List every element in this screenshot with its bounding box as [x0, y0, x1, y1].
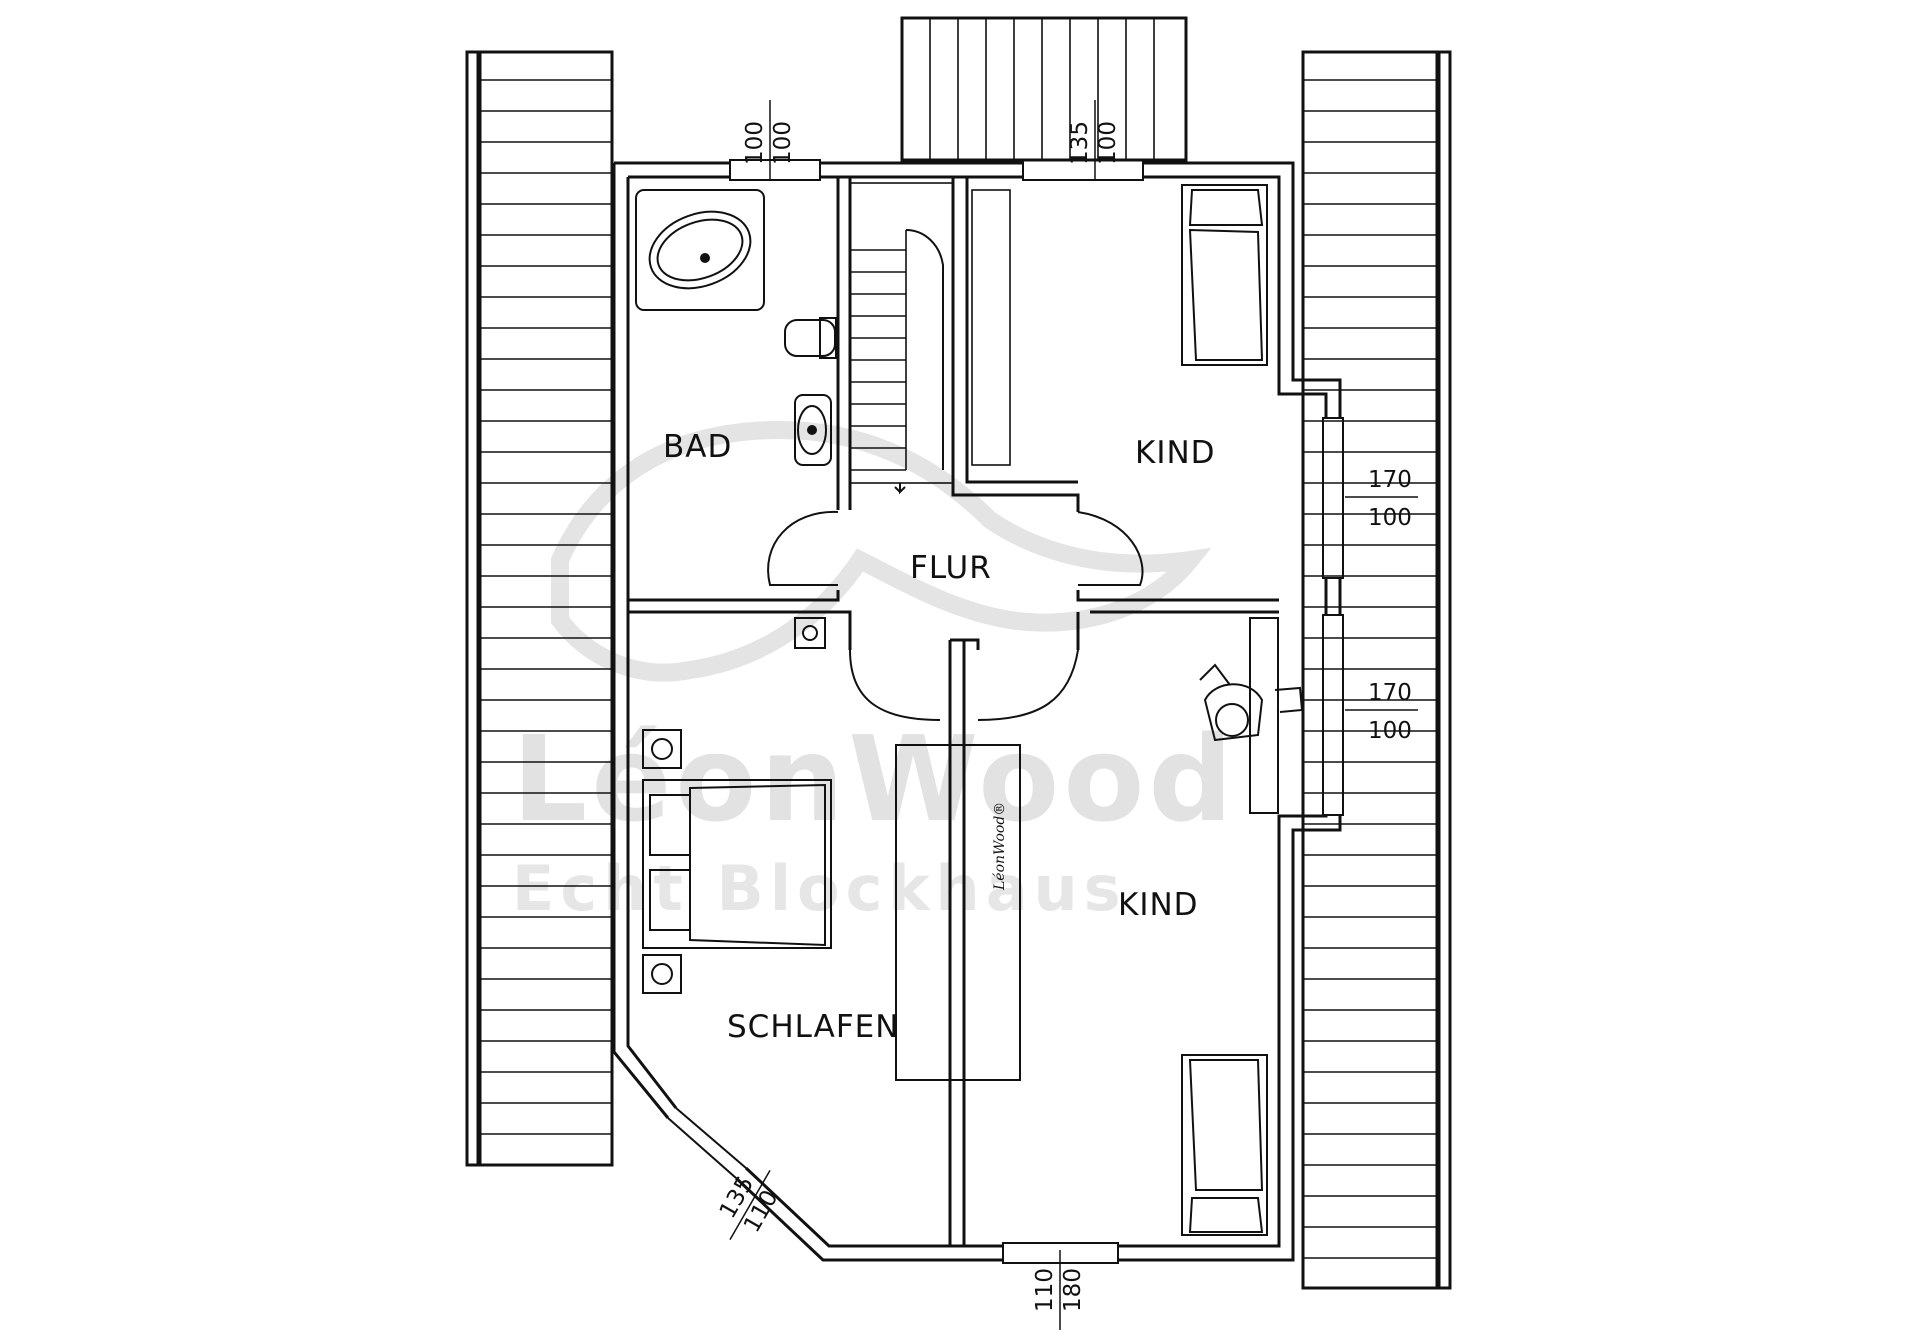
- bed-schlafen: [642, 729, 832, 994]
- interior-walls: [628, 177, 1279, 1246]
- svg-text:100: 100: [1368, 505, 1412, 531]
- dimension-top-right: 135 100: [1067, 100, 1121, 180]
- bed-kind-top: [1181, 184, 1268, 366]
- roof-dormer-top: [900, 16, 1188, 162]
- svg-text:135: 135: [1067, 121, 1093, 165]
- toilet: [784, 317, 837, 359]
- room-label-bad: BAD: [663, 429, 732, 465]
- room-label-kind-bottom: KIND: [1118, 887, 1199, 923]
- dimension-right-upper: 170 100: [1345, 467, 1418, 531]
- room-label-kind-top: KIND: [1135, 435, 1216, 471]
- svg-text:180: 180: [1060, 1268, 1086, 1312]
- wardrobe-schlafen: [895, 744, 1021, 1081]
- watermark: LéonWood Echt Blockhaus: [512, 420, 1237, 925]
- svg-text:100: 100: [742, 121, 768, 165]
- dimension-bottom: 110 180: [1032, 1250, 1086, 1330]
- watermark-lion-mark: [551, 420, 1212, 682]
- bathtub: [635, 189, 765, 311]
- roof-right: [1301, 50, 1452, 1290]
- svg-text:100: 100: [770, 121, 796, 165]
- dimension-top-left: 100 100: [742, 100, 796, 180]
- room-label-schlafen: SCHLAFEN: [727, 1009, 899, 1045]
- svg-text:100: 100: [1095, 121, 1121, 165]
- watermark-tagline: Echt Blockhaus: [512, 852, 1127, 925]
- bed-kind-bottom: [1181, 1054, 1268, 1236]
- svg-text:110: 110: [1032, 1268, 1058, 1312]
- svg-text:100: 100: [1368, 718, 1412, 744]
- dimension-right-lower: 170 100: [1345, 680, 1418, 744]
- staircase: [849, 182, 1011, 495]
- desk-kind: [1199, 617, 1304, 814]
- chimney: [794, 617, 826, 649]
- watermark-signature: LéonWood®: [992, 802, 1008, 891]
- roof-left: [465, 50, 614, 1167]
- svg-text:170: 170: [1368, 467, 1412, 493]
- washbasin: [794, 394, 832, 466]
- room-label-flur: FLUR: [910, 550, 992, 586]
- watermark-brand: LéonWood: [512, 710, 1237, 848]
- svg-text:170: 170: [1368, 680, 1412, 706]
